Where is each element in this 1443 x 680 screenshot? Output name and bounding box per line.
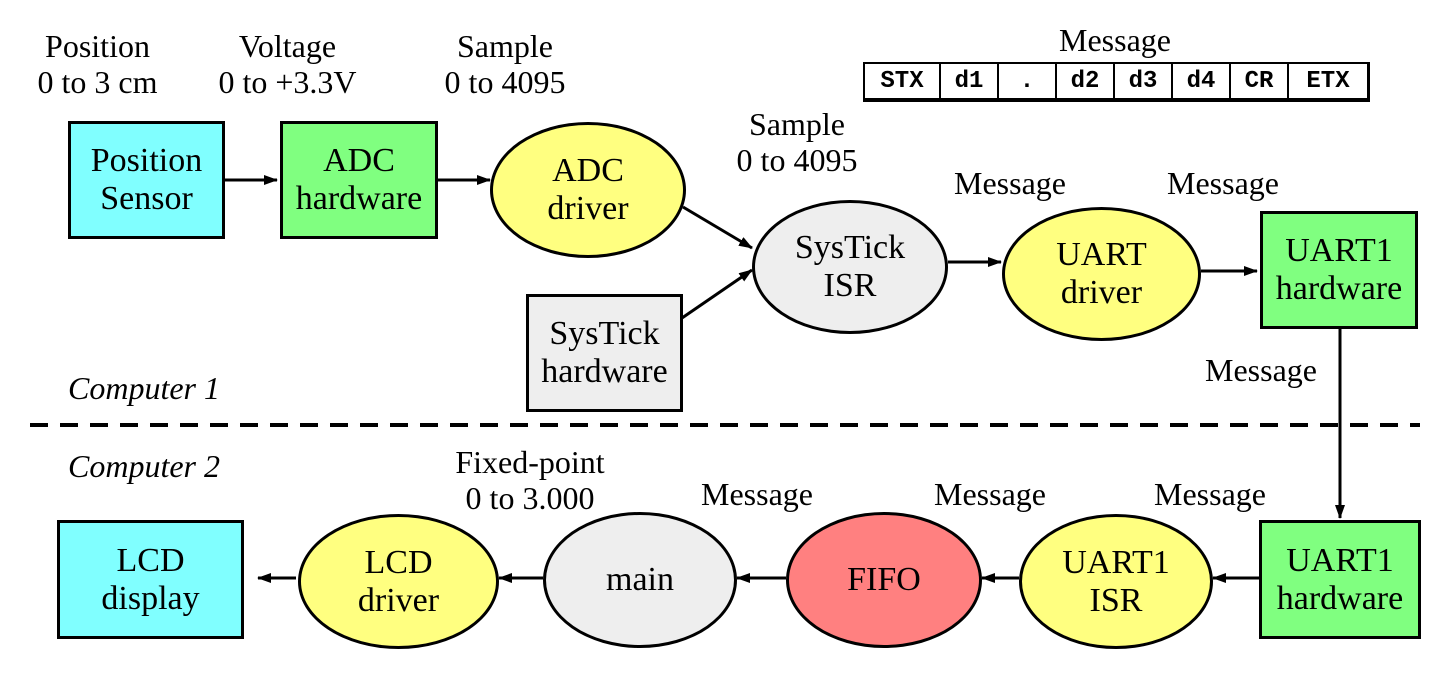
adc-driver-ellipse: ADC driver [490,122,686,258]
voltage-label-line2: 0 to +3.3V [218,64,357,100]
message-label-isr-hw: Message [1154,476,1266,512]
fifo-ellipse: FIFO [786,512,982,648]
systick-hardware-line2: hardware [541,353,668,390]
uart1-isr-ellipse: UART1 ISR [1019,514,1213,649]
position-label-line2: 0 to 3 cm [37,64,158,100]
sample-label-mid-line1: Sample [749,106,845,142]
systick-isr-line1: SysTick [794,229,906,266]
message-field: d4 [1173,64,1231,98]
uart1-hardware-c1-line1: UART1 [1285,232,1393,269]
uart1-isr-line1: UART1 [1062,543,1170,581]
message-format-table: STX d1 . d2 d3 d4 CR ETX [863,62,1370,102]
fixed-point-line2: 0 to 3.000 [465,480,595,516]
fixed-point-line1: Fixed-point [455,444,605,480]
adc-driver-line2: driver [547,190,629,227]
message-label-fifo-isr: Message [934,476,1046,512]
uart-driver-line1: UART [1056,236,1147,273]
sample-label-mid: Sample 0 to 4095 [712,106,882,178]
message-label-main-fifo: Message [701,476,813,512]
voltage-label-line1: Voltage [238,28,337,64]
lcd-display-line2: display [101,579,200,617]
lcd-display-line1: LCD [116,541,185,579]
main-ellipse: main [543,512,737,648]
lcd-driver-line1: LCD [364,543,433,581]
systick-hardware-box: SysTick hardware [526,294,683,412]
message-format-title: Message [1059,22,1171,58]
fixed-point-label: Fixed-point 0 to 3.000 [430,444,630,516]
lcd-display-box: LCD display [57,520,244,639]
position-sensor-line1: Position [90,142,203,179]
lcd-driver-ellipse: LCD driver [298,514,499,649]
adc-hardware-line1: ADC [323,142,395,179]
systick-hardware-line1: SysTick [549,315,660,352]
position-label: Position 0 to 3 cm [20,28,175,100]
sample-label-top: Sample 0 to 4095 [420,28,590,100]
uart1-hardware-c2-line2: hardware [1276,579,1404,617]
systick-isr-ellipse: SysTick ISR [752,200,948,334]
message-label-uart-hw: Message [1167,165,1279,201]
arrow-systick-hw-to-systick-isr [681,268,753,320]
lcd-driver-line2: driver [357,581,440,619]
voltage-label: Voltage 0 to +3.3V [195,28,380,100]
uart-driver-ellipse: UART driver [1002,207,1201,341]
message-field: d2 [1057,64,1115,98]
computer2-label: Computer 2 [68,448,220,484]
sample-label-mid-line2: 0 to 4095 [736,142,858,178]
position-label-line1: Position [45,28,150,64]
uart1-hardware-c2-line1: UART1 [1286,541,1394,579]
adc-hardware-box: ADC hardware [280,121,438,239]
message-field: STX [865,64,941,98]
position-sensor-line2: Sensor [100,180,193,217]
message-field: d1 [941,64,999,98]
message-label-vertical: Message [1205,352,1317,388]
computer1-label: Computer 1 [68,370,220,406]
position-sensor-box: Position Sensor [68,121,225,239]
message-field: ETX [1306,67,1350,95]
message-label-isr-uart: Message [954,165,1066,201]
fifo-line1: FIFO [847,561,921,598]
message-field: . [999,64,1057,98]
sample-label-top-line1: Sample [457,28,553,64]
message-field: CR [1231,64,1289,98]
sample-label-top-line2: 0 to 4095 [444,64,566,100]
message-field: d3 [1115,64,1173,98]
adc-hardware-line2: hardware [295,180,423,217]
adc-driver-line1: ADC [552,152,624,189]
uart1-hardware-c1-line2: hardware [1275,270,1403,307]
uart1-hardware-box-computer2: UART1 hardware [1259,520,1421,639]
arrow-adc-driver-to-systick-isr [682,205,753,250]
uart-driver-line2: driver [1060,274,1143,311]
systick-isr-line2: ISR [823,267,877,304]
uart1-isr-line2: ISR [1089,581,1143,619]
uart1-hardware-box-computer1: UART1 hardware [1260,211,1418,329]
main-line1: main [606,561,674,598]
